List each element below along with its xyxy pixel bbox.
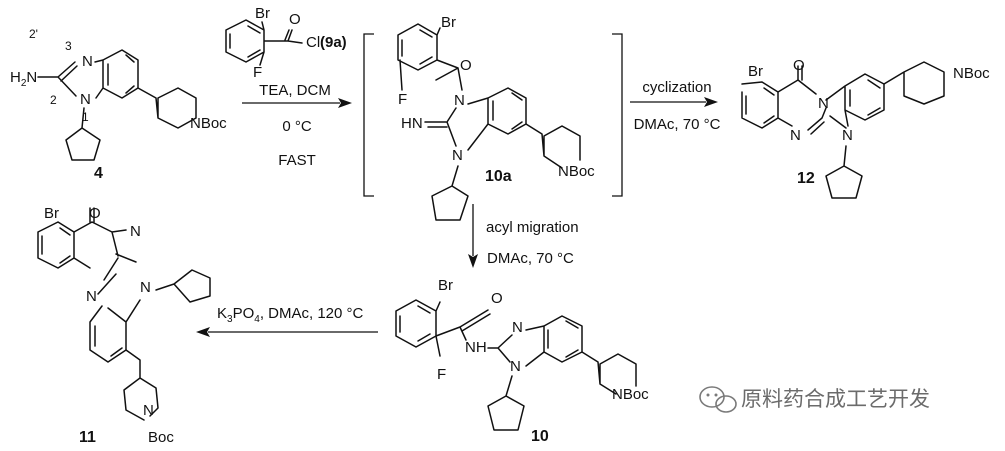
atom-o-10: O bbox=[491, 290, 503, 307]
atom-n1: N bbox=[80, 91, 91, 108]
compound-label-12: 12 bbox=[797, 170, 815, 187]
step-4-conditions: K3PO4, DMAc, 120 °C bbox=[217, 305, 364, 325]
atom-n-12-imid: N bbox=[842, 127, 853, 144]
atom-n-12-pyrim: N bbox=[790, 127, 801, 144]
atom-nh-10: NH bbox=[465, 339, 487, 356]
atom-n-11-pyrim: N bbox=[130, 223, 141, 240]
atom-n-10a-bottom: N bbox=[452, 147, 463, 164]
atom-cl-9a: Cl bbox=[306, 34, 320, 51]
position-1: 1 bbox=[82, 110, 89, 124]
reagent-label-9a: (9a) bbox=[320, 34, 347, 51]
atom-f-9a: F bbox=[253, 64, 262, 81]
position-3: 3 bbox=[65, 39, 72, 53]
atom-o-12: O bbox=[793, 57, 805, 74]
atom-hn-10a: HN bbox=[401, 115, 423, 132]
compound-11-structure: Br O N N N N Boc bbox=[37, 205, 211, 446]
step-3-arrow bbox=[468, 204, 478, 268]
atom-o-11: O bbox=[89, 205, 101, 222]
reagent-9a-structure: Br O Cl F (9a) bbox=[225, 5, 347, 81]
atom-boc-11: Boc bbox=[148, 429, 174, 446]
atom-f-10: F bbox=[437, 366, 446, 383]
atom-n-11-imid: N bbox=[140, 279, 151, 296]
compound-label-4: 4 bbox=[94, 165, 103, 182]
atom-n-10a-top: N bbox=[454, 92, 465, 109]
bracket-left bbox=[363, 33, 374, 197]
atom-nboc-10a: NBoc bbox=[558, 163, 595, 180]
atom-amine: H2N bbox=[10, 69, 37, 89]
step-2-arrow bbox=[630, 97, 718, 107]
wechat-icon bbox=[699, 386, 737, 413]
watermark-text: 原料药合成工艺开发 bbox=[741, 387, 930, 411]
compound-4-structure: H2N 2' 3 2 1 N N NBoc bbox=[10, 27, 227, 161]
compound-label-10: 10 bbox=[531, 428, 549, 445]
atom-br-12: Br bbox=[748, 63, 763, 80]
step-1-arrow bbox=[242, 98, 352, 108]
compound-10-structure: Br O F NH N N NBoc bbox=[395, 277, 649, 431]
step-3-conditions-line1: acyl migration bbox=[486, 219, 579, 236]
atom-n-11-pip: N bbox=[143, 402, 154, 419]
atom-o-10a: O bbox=[460, 57, 472, 74]
step-4-arrow bbox=[196, 327, 378, 337]
atom-nboc-10: NBoc bbox=[612, 386, 649, 403]
step-2-conditions-line2: DMAc, 70 °C bbox=[634, 116, 721, 133]
atom-n-10-top: N bbox=[512, 319, 523, 336]
bracket-right bbox=[612, 33, 623, 197]
atom-nboc-12: NBoc bbox=[953, 65, 990, 82]
step-3-conditions-line2: DMAc, 70 °C bbox=[487, 250, 574, 267]
watermark: 原料药合成工艺开发 bbox=[699, 386, 930, 413]
atom-nboc-4: NBoc bbox=[190, 115, 227, 132]
position-2prime: 2' bbox=[29, 27, 38, 41]
position-2: 2 bbox=[50, 93, 57, 107]
atom-br-10a: Br bbox=[441, 14, 456, 31]
atom-br-10: Br bbox=[438, 277, 453, 294]
step-2-conditions-line1: cyclization bbox=[642, 79, 711, 96]
compound-label-11: 11 bbox=[79, 429, 96, 446]
compound-12-structure: Br O N N N NBoc bbox=[741, 57, 990, 199]
compound-10a-structure: Br O F N HN N NBoc bbox=[397, 14, 595, 221]
step-1-conditions-line2: 0 °C bbox=[282, 118, 312, 135]
atom-n-10-bottom: N bbox=[510, 358, 521, 375]
atom-n-12-bridge: N bbox=[818, 95, 829, 112]
atom-br-11: Br bbox=[44, 205, 59, 222]
atom-f-10a: F bbox=[398, 91, 407, 108]
atom-n-11-bridge: N bbox=[86, 288, 97, 305]
atom-o-9a: O bbox=[289, 11, 301, 28]
atom-n3: N bbox=[82, 53, 93, 70]
compound-label-10a: 10a bbox=[485, 168, 512, 185]
step-1-conditions-line3: FAST bbox=[278, 152, 316, 169]
step-1-conditions-line1: TEA, DCM bbox=[259, 82, 331, 99]
atom-br-9a: Br bbox=[255, 5, 270, 22]
